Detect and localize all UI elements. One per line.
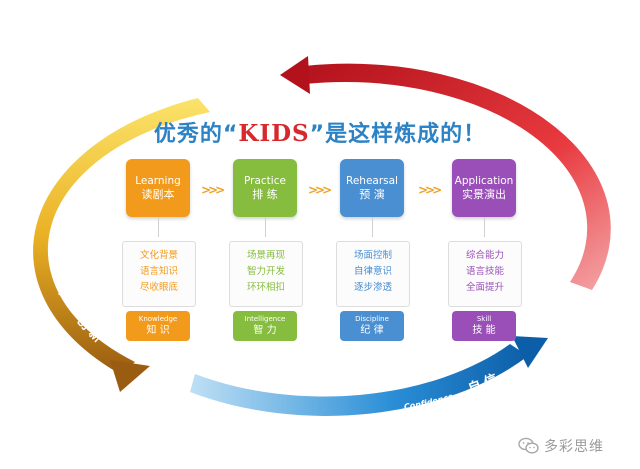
title-suffix: ”是这样炼成的！ — [309, 122, 487, 147]
skill-line: 语言知识 — [139, 266, 178, 277]
stage-card-practice: Practice 排 练 — [233, 159, 297, 217]
skill-line: 逐步渗透 — [353, 282, 392, 293]
outcome-intelligence: Intelligence 智 力 — [233, 311, 297, 341]
skill-line: 综合能力 — [465, 250, 504, 261]
stage-card-learning: Learning 读剧本 — [126, 159, 190, 217]
arrow-head-confidence — [512, 336, 548, 368]
skill-line: 环环相扣 — [246, 282, 285, 293]
outcome-zh-label: 技 能 — [472, 325, 496, 336]
outcome-en-label: Intelligence — [244, 315, 286, 323]
skills-box-learning: 文化背景 语言知识 尽收眼底 — [122, 241, 196, 307]
wechat-icon — [518, 437, 539, 454]
connector-line — [265, 217, 266, 237]
outcome-en-label: Skill — [476, 315, 492, 323]
page-title: 优秀的“KIDS”是这样炼成的！ — [0, 116, 640, 148]
title-prefix: 优秀的“ — [153, 122, 239, 147]
watermark-text: 多彩思维 — [544, 439, 604, 455]
stage-separator: >>> — [308, 183, 332, 197]
stage-en-label: Application — [454, 175, 514, 187]
arrow-head-creativity — [110, 360, 150, 392]
stage-zh-label: 实景演出 — [462, 188, 506, 201]
outcome-en-label: Knowledge — [138, 315, 178, 323]
outcome-en-label: Discipline — [355, 315, 389, 323]
ring-arc-communication — [305, 63, 611, 290]
stage-separator: >>> — [201, 183, 225, 197]
stage-en-label: Practice — [244, 175, 286, 187]
stage-en-label: Rehearsal — [346, 175, 398, 187]
skill-line: 文化背景 — [139, 250, 178, 261]
skills-box-application: 综合能力 语言技能 全面提升 — [448, 241, 522, 307]
outcome-zh-label: 知 识 — [146, 325, 170, 336]
stage-zh-label: 排 练 — [252, 188, 278, 201]
stage-zh-label: 预 演 — [359, 188, 385, 201]
skill-line: 全面提升 — [465, 282, 504, 293]
outcome-zh-label: 纪 律 — [360, 325, 384, 336]
ring-label-communication-cn: 沟 通 — [315, 50, 346, 67]
skill-line: 智力开发 — [246, 266, 285, 277]
skills-box-rehearsal: 场面控制 自律意识 逐步渗透 — [336, 241, 410, 307]
skill-line: 场景再现 — [246, 250, 285, 261]
skill-line: 尽收眼底 — [139, 282, 178, 293]
ring-arc-confidence — [190, 344, 528, 416]
outcome-discipline: Discipline 纪 律 — [340, 311, 404, 341]
outcome-skill: Skill 技 能 — [452, 311, 516, 341]
stage-card-application: Application 实景演出 — [452, 159, 516, 217]
connector-line — [158, 217, 159, 237]
connector-line — [484, 217, 485, 237]
title-kids: KIDS — [238, 120, 310, 147]
outcome-knowledge: Knowledge 知 识 — [126, 311, 190, 341]
stage-separator: >>> — [418, 183, 442, 197]
stage-en-label: Learning — [135, 175, 181, 187]
outcome-zh-label: 智 力 — [253, 325, 277, 336]
skills-box-practice: 场景再现 智力开发 环环相扣 — [229, 241, 303, 307]
watermark: 多彩思维 — [518, 434, 604, 458]
skill-line: 自律意识 — [353, 266, 392, 277]
skill-line: 场面控制 — [353, 250, 392, 261]
stage-zh-label: 读剧本 — [141, 188, 175, 201]
stage-card-rehearsal: Rehearsal 预 演 — [340, 159, 404, 217]
ring-arc-creativity — [33, 98, 211, 374]
skill-line: 语言技能 — [465, 266, 504, 277]
connector-line — [372, 217, 373, 237]
arrow-head-communication — [280, 56, 310, 94]
